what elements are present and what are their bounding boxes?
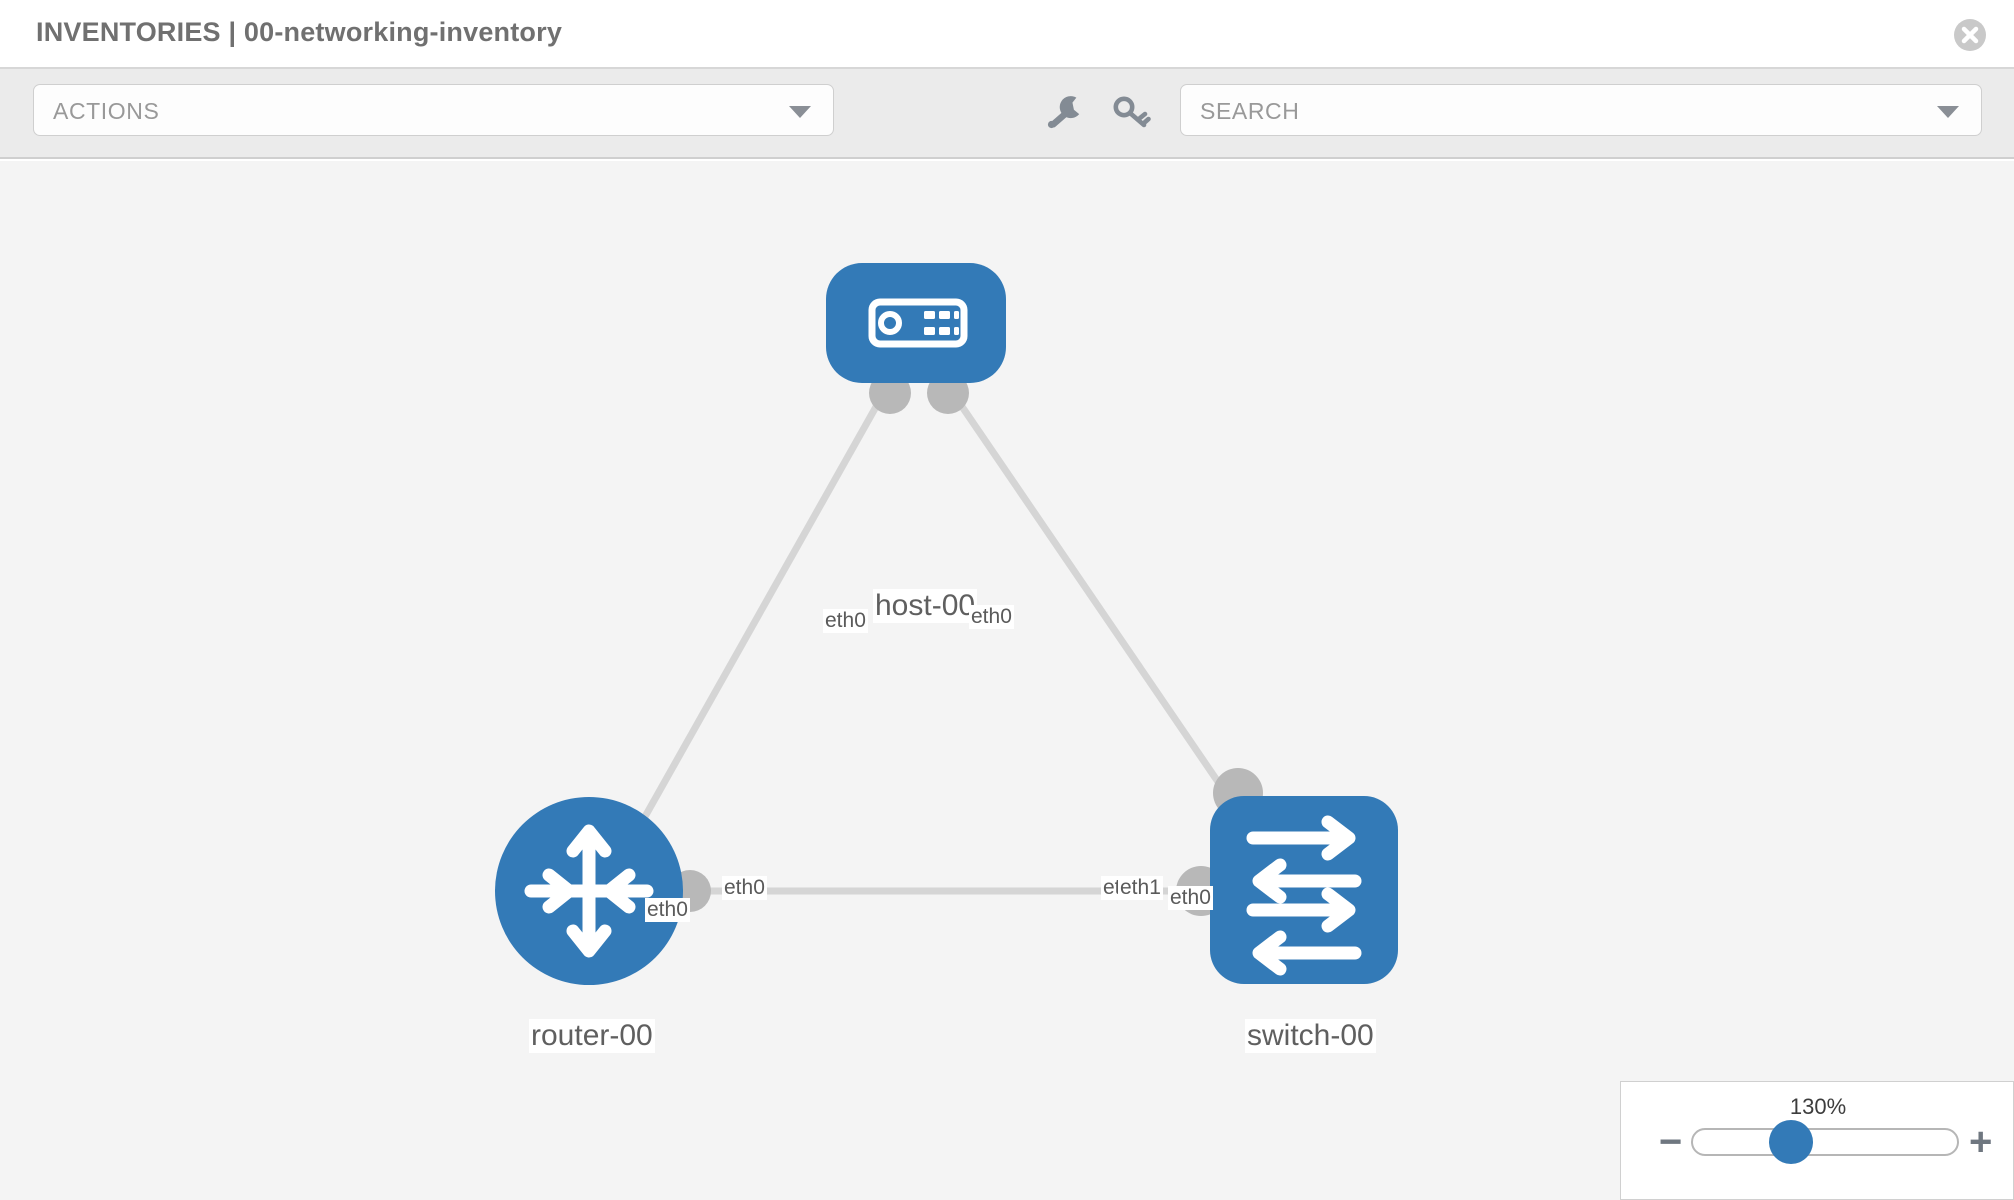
node-switch-00[interactable] <box>1210 796 1398 984</box>
search-input[interactable]: SEARCH <box>1180 84 1982 136</box>
actions-dropdown-label: ACTIONS <box>53 98 160 124</box>
node-label-router-00: router-00 <box>529 1019 655 1053</box>
zoom-in-button[interactable]: + <box>1969 1120 1993 1164</box>
node-router-00[interactable] <box>495 797 683 985</box>
search-placeholder: SEARCH <box>1200 98 1300 124</box>
zoom-slider-thumb[interactable] <box>1769 1120 1813 1164</box>
zoom-out-button[interactable]: − <box>1659 1120 1683 1164</box>
endpoint-group <box>669 372 1263 916</box>
link-group <box>616 387 1275 895</box>
edge-label-host-switch-source: eth0 <box>969 605 1014 629</box>
node-host-00[interactable] <box>826 263 1006 383</box>
edge-label-host-switch-target: eth0 <box>1168 886 1213 910</box>
edge-label-host-router-source: eth0 <box>823 609 868 633</box>
chevron-down-icon <box>789 106 811 118</box>
page-header: INVENTORIES | 00-networking-inventory <box>0 0 2014 69</box>
topology-canvas[interactable]: host-00 router-00 switch-00 eth0 eth0 et… <box>0 161 2014 1200</box>
chevron-down-icon <box>1937 106 1959 118</box>
wrench-icon[interactable] <box>1042 92 1086 132</box>
close-icon[interactable] <box>1952 17 1988 53</box>
edge-label-router-switch-target: eth1 <box>1118 876 1163 900</box>
edge-label-router-switch-source: eth0 <box>722 876 767 900</box>
edge-label-host-router-target: eth0 <box>645 898 690 922</box>
actions-dropdown[interactable]: ACTIONS <box>33 84 834 136</box>
zoom-control-panel: 130% − + <box>1620 1081 2014 1200</box>
page-title: INVENTORIES | 00-networking-inventory <box>36 17 563 47</box>
link-host-router <box>616 387 890 863</box>
zoom-level-value: 130% <box>1789 1094 1847 1119</box>
node-label-switch-00: switch-00 <box>1245 1019 1376 1053</box>
zoom-slider-track[interactable] <box>1691 1128 1959 1156</box>
node-label-host-00: host-00 <box>873 589 978 623</box>
key-icon[interactable] <box>1110 92 1154 132</box>
topology-graph <box>495 263 1398 985</box>
